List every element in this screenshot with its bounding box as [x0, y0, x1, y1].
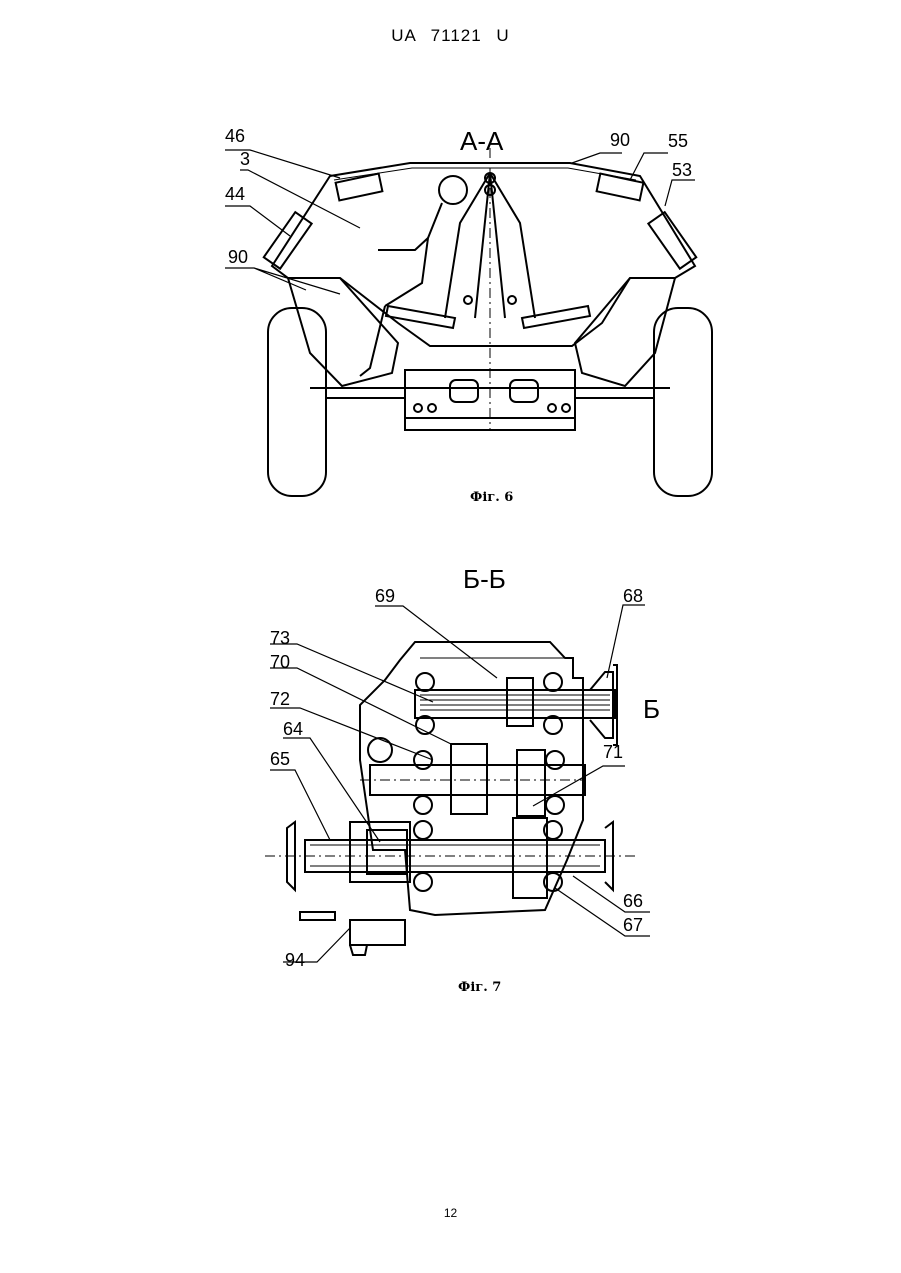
label-44: 44	[225, 184, 245, 204]
label-55: 55	[668, 131, 688, 151]
section-label-b-b: Б-Б	[463, 564, 506, 594]
label-68: 68	[623, 586, 643, 606]
label-66: 66	[623, 891, 643, 911]
view-letter-b: Б	[643, 694, 660, 724]
figure-6-caption: Фіг. 6	[470, 490, 513, 505]
label-53: 53	[672, 160, 692, 180]
label-69: 69	[375, 586, 395, 606]
label-94: 94	[285, 950, 305, 970]
label-90-left: 90	[228, 247, 248, 267]
figure-6-drawing: 46 3 44 90 90 55 53 А-А	[210, 118, 730, 503]
label-65: 65	[270, 749, 290, 769]
section-label-a-a: А-А	[460, 126, 504, 156]
figure-7-drawing: 69 68 73 70 72 71 64 65 66 67 94 Б-Б Б	[255, 560, 675, 980]
label-46: 46	[225, 126, 245, 146]
page-number: 12	[0, 1206, 901, 1220]
document-header: UA 71121 U	[0, 26, 901, 46]
label-64: 64	[283, 719, 303, 739]
label-72: 72	[270, 689, 290, 709]
figure-7-caption: Фіг. 7	[458, 980, 501, 995]
label-71: 71	[603, 742, 623, 762]
label-90-top: 90	[610, 130, 630, 150]
label-70: 70	[270, 652, 290, 672]
label-3: 3	[240, 149, 250, 169]
label-73: 73	[270, 628, 290, 648]
label-67: 67	[623, 915, 643, 935]
